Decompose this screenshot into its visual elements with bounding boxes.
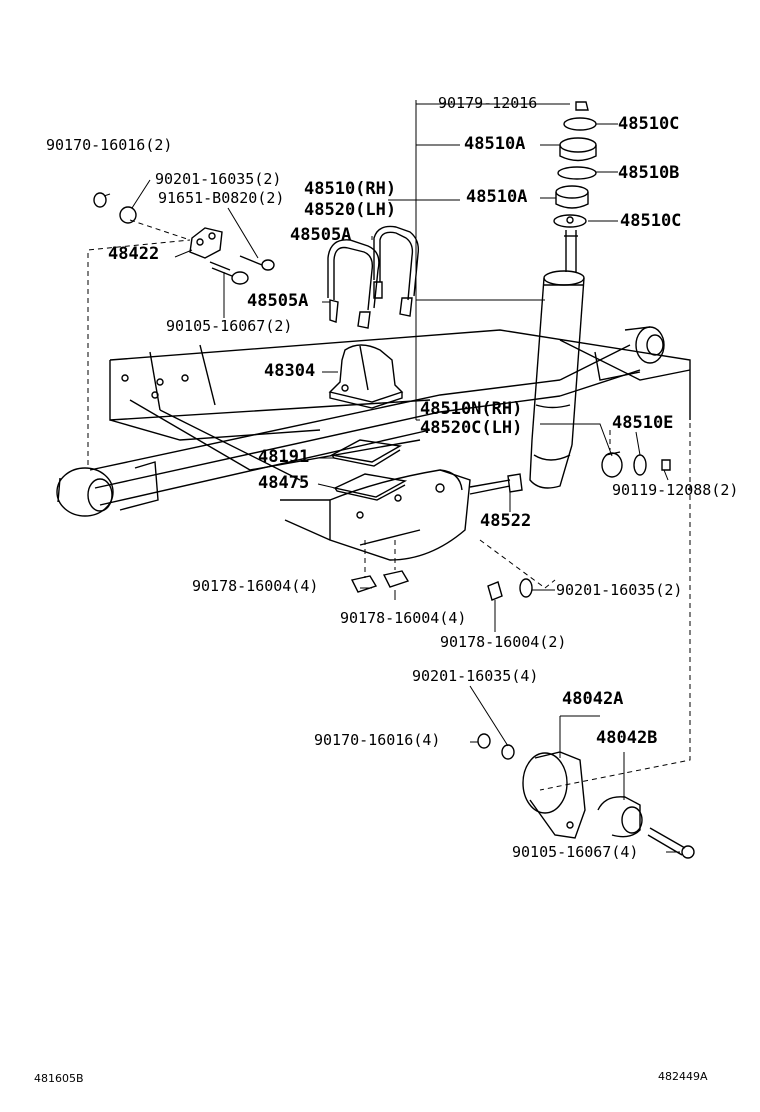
label-90178-16004-4a: 90178-16004(4) [192,577,319,595]
seat-pad-48191 [329,439,403,463]
shock-bushings [553,101,597,228]
label-90178-16004-4b: 90178-16004(4) [340,609,467,627]
label-90170-16016-2: 90170-16016(2) [46,136,173,154]
label-48475: 48475 [258,473,310,493]
label-90119-12088: 90119-12088(2) [612,481,739,499]
axle-nuts [350,570,533,601]
label-48304: 48304 [264,361,316,381]
label-90105-16067-2: 90105-16067(2) [166,317,293,335]
label-48191: 48191 [258,447,310,467]
label-48522: 48522 [480,511,532,531]
seat-pad-48475 [332,473,408,498]
label-48510C-top: 48510C [618,114,680,134]
shock-absorber [529,230,585,489]
label-48510E: 48510E [612,413,674,433]
label-48520-LH: 48520(LH) [304,200,397,220]
label-48505A-top: 48505A [290,225,352,245]
footer-left-code: 481605B [34,1072,84,1085]
label-48042B: 48042B [596,728,658,748]
label-90201-16035-2-top: 90201-16035(2) [155,170,282,188]
label-48510-RH: 48510(RH) [304,179,397,199]
shackle-assembly [477,733,695,859]
frame-rail [109,329,691,481]
label-90105-16067-4: 90105-16067(4) [512,843,639,861]
hanger-48422 [93,192,275,285]
bump-stopper [328,344,404,409]
label-91651-B0820: 91651-B0820(2) [158,189,285,207]
axle-housing [280,469,471,561]
front-eye [56,461,159,517]
footer-right-code: 482449A [658,1070,708,1083]
label-90201-16035-4: 90201-16035(4) [412,667,539,685]
label-48510N-RH: 48510N(RH) [420,399,523,419]
label-48042A: 48042A [562,689,624,709]
label-90170-16016-4: 90170-16016(4) [314,731,441,749]
label-48510A-top: 48510A [464,134,526,154]
u-bolt-48505A [327,225,420,329]
label-48510A-mid: 48510A [466,187,528,207]
label-48505A-low: 48505A [247,291,309,311]
label-90178-16004-2: 90178-16004(2) [440,633,567,651]
label-90201-16035-2-low: 90201-16035(2) [556,581,683,599]
rear-eye [624,326,665,364]
label-48510C-mid: 48510C [620,211,682,231]
label-90179-12016: 90179-12016 [438,94,538,112]
label-48422: 48422 [108,244,160,264]
label-48520C-LH: 48520C(LH) [420,418,523,438]
shock-lower-parts [469,451,671,495]
label-48510B: 48510B [618,163,680,183]
